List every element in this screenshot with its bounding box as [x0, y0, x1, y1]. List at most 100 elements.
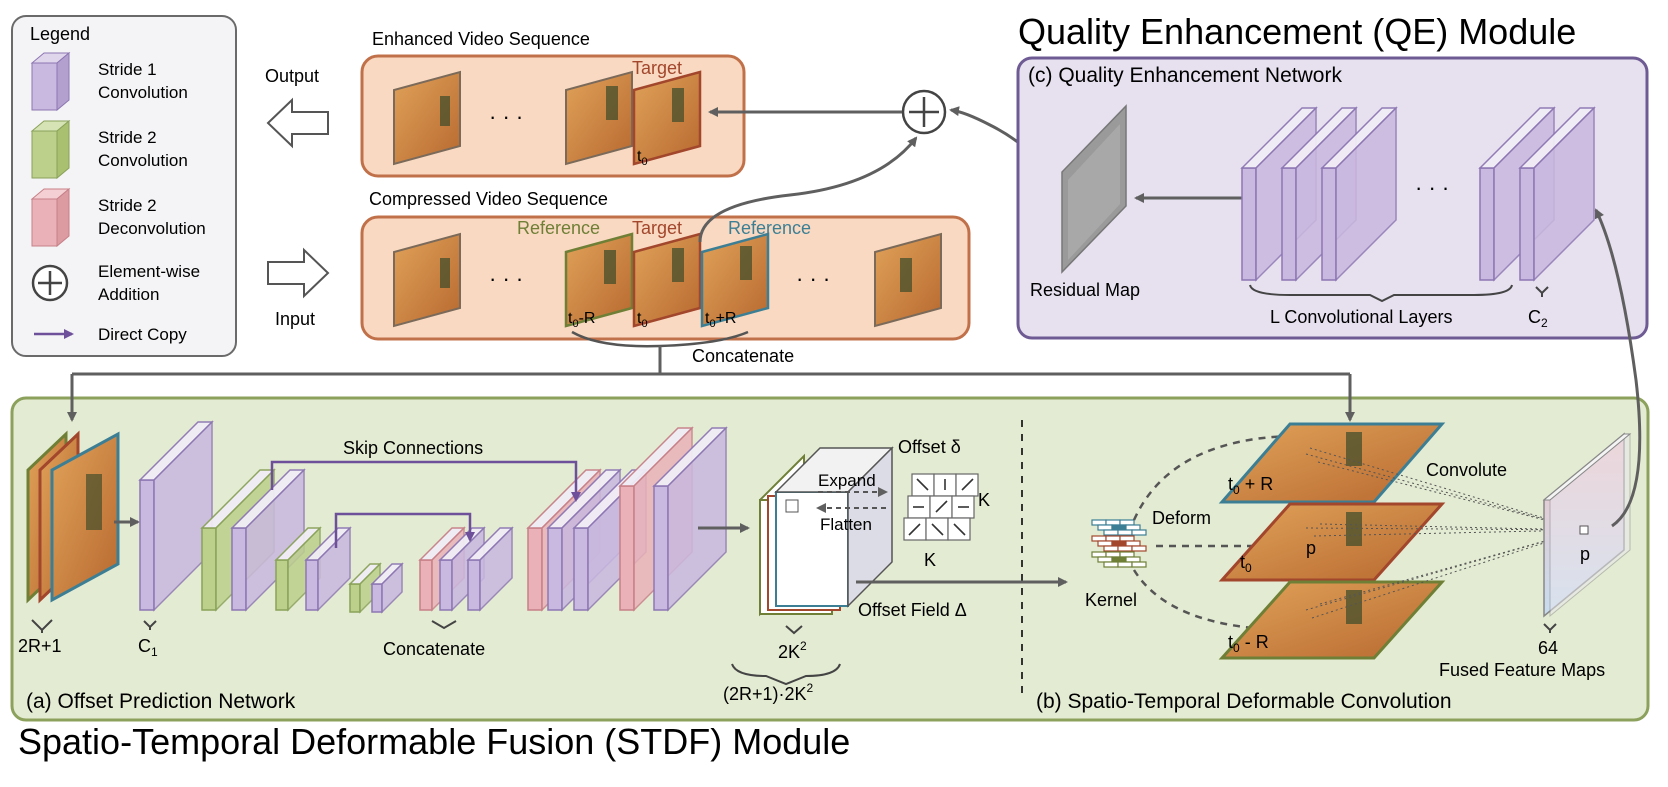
- qe-conv-layer-3: [1320, 106, 1398, 282]
- offset-field-label: Offset Field Δ: [858, 600, 967, 620]
- input-label: Input: [275, 309, 315, 329]
- compressed-dots-right: · · ·: [796, 266, 830, 291]
- pink-block-icon: [30, 187, 71, 248]
- kernel-cell: [1097, 524, 1113, 531]
- residual-map: [1061, 104, 1127, 274]
- legend-title: Legend: [30, 24, 90, 44]
- kernel-cell: [1119, 519, 1135, 526]
- qe-network-title: (c) Quality Enhancement Network: [1028, 64, 1342, 87]
- fused-maps-label: Fused Feature Maps: [1439, 660, 1605, 680]
- unet-layer-10: [466, 526, 514, 612]
- offset-arrow-icon: [935, 500, 948, 513]
- unet-layer-5: [304, 526, 352, 612]
- kernel-cell: [1117, 561, 1133, 568]
- compressed-sequence-panel: [360, 215, 971, 341]
- deform-arrow-top: [1132, 431, 1292, 521]
- unet-layer-7: [370, 562, 404, 614]
- enhanced-t0-label: t0: [637, 148, 648, 168]
- channels-brace: [1543, 623, 1557, 633]
- kernel-cell: [1117, 545, 1133, 552]
- kernel-cell: [1111, 524, 1127, 531]
- qe-conv-layer-5: [1518, 106, 1596, 282]
- offset-arrow-icon: [931, 523, 944, 536]
- fused-feature-maps: [1542, 432, 1632, 618]
- enhanced-frame-1: [393, 70, 461, 166]
- frame-t0-label: t0: [637, 310, 648, 330]
- kernel-cell: [1091, 519, 1107, 526]
- kernel-cell: [1091, 551, 1107, 558]
- convolve-ray: [1305, 453, 1585, 531]
- compressed-dots-left: · · ·: [489, 266, 523, 291]
- c2-label: C2: [1528, 307, 1548, 330]
- unet-layer-4: [274, 526, 322, 612]
- input-arrow-icon: [267, 247, 330, 299]
- qe-layers-label: L Convolutional Layers: [1270, 307, 1452, 327]
- kernel-cell: [1111, 540, 1127, 547]
- qe-conv-layers: [1240, 106, 1596, 282]
- legend-item-3-line2: Deconvolution: [98, 219, 206, 238]
- legend-item-5-label: Direct Copy: [98, 325, 187, 344]
- plus-circle-icon: [31, 264, 69, 302]
- offset-count-label: 2K2: [778, 639, 807, 662]
- fused-to-qe-arrow: [1594, 208, 1642, 528]
- enhanced-dots: · · ·: [489, 104, 523, 129]
- deform-frame-bottom: [1218, 580, 1446, 660]
- unet-concatenate-label: Concatenate: [383, 639, 485, 659]
- deform-label: Deform: [1152, 508, 1211, 528]
- kernel-cell: [1131, 529, 1147, 536]
- convolve-ray: [1319, 529, 1585, 605]
- kernel-cell: [1103, 561, 1119, 568]
- deform-frame-mid: [1218, 502, 1446, 582]
- kernel-cell: [1119, 535, 1135, 542]
- kernel-stack: [1091, 519, 1147, 568]
- offset-total-label: (2R+1)·2K2: [723, 681, 814, 704]
- offset-grid: [903, 473, 979, 541]
- skip-connections: [270, 460, 581, 548]
- kernel-cell: [1131, 561, 1147, 568]
- qe-layers-brace: [1249, 284, 1513, 303]
- kernel-cell: [1125, 556, 1141, 563]
- offset-arrow-icon: [961, 478, 974, 491]
- kernel-cell: [1105, 535, 1121, 542]
- purple-block-icon: [30, 51, 71, 112]
- kernel-label: Kernel: [1085, 590, 1137, 610]
- offset-arrow-icon: [908, 523, 921, 536]
- kernel-cell: [1105, 551, 1121, 558]
- offset-field-stack: [759, 446, 894, 617]
- kernel-cell: [1103, 545, 1119, 552]
- kernel-cell: [1119, 551, 1135, 558]
- input-count-label: 2R+1: [18, 636, 62, 656]
- convolve-ray: [1313, 529, 1585, 537]
- legend-panel: Legend Stride 1 Convolution Stride 2 Con…: [11, 15, 237, 357]
- compressed-concatenate-label: Concatenate: [692, 346, 794, 366]
- stdf-module-title: Spatio-Temporal Deformable Fusion (STDF)…: [18, 721, 850, 762]
- kernel-cell: [1131, 545, 1147, 552]
- offset-delta-label: Offset δ: [898, 437, 961, 457]
- compressed-target-label: Target: [632, 218, 682, 238]
- output-label: Output: [265, 66, 319, 86]
- residual-map-label: Residual Map: [1030, 280, 1140, 300]
- enhanced-target-label: Target: [632, 58, 682, 78]
- compressed-frame-1: [393, 232, 461, 328]
- skip-connections-label: Skip Connections: [343, 438, 483, 458]
- frame-t0-plus-r-deform-label: t0 + R: [1228, 474, 1273, 497]
- frame-t0-minus-r-label: t0-R: [568, 310, 595, 330]
- c2-brace: [1535, 286, 1549, 297]
- c1-brace: [143, 620, 157, 630]
- kernel-cell: [1103, 529, 1119, 536]
- kernel-cell: [1097, 540, 1113, 547]
- offset-total-brace: [731, 663, 841, 686]
- channels-label: 64: [1538, 638, 1558, 658]
- qe-layers-dots: · · ·: [1415, 175, 1449, 200]
- convolve-ray: [1317, 461, 1585, 531]
- legend-item-2-line1: Stride 2: [98, 128, 157, 147]
- kernel-cell: [1091, 535, 1107, 542]
- legend-item-3-line1: Stride 2: [98, 196, 157, 215]
- flatten-label: Flatten: [820, 515, 872, 534]
- output-p-label: p: [1580, 544, 1590, 564]
- frame-p-label: p: [1306, 538, 1316, 558]
- offset-arrow-icon: [953, 523, 966, 536]
- legend-item-1-line1: Stride 1: [98, 60, 157, 79]
- kernel-cell: [1125, 524, 1141, 531]
